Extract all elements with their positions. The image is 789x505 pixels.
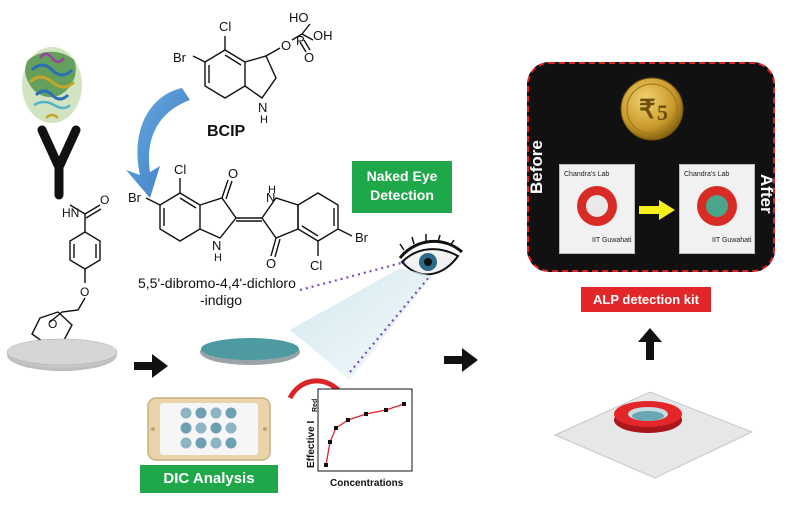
atom-br-bcip: Br — [173, 50, 187, 65]
atom-oh-bcip: OH — [313, 28, 333, 43]
ring-device-icon — [553, 391, 754, 479]
ring-after-icon — [697, 186, 737, 226]
atom-h-indigo-1: H — [214, 252, 222, 264]
naked-eye-line2: Detection — [370, 187, 434, 203]
atom-o2-bcip: O — [304, 50, 314, 65]
well — [180, 407, 192, 419]
atom-cl-indigo-1: Cl — [174, 162, 186, 177]
well — [195, 422, 207, 434]
well — [210, 437, 222, 449]
atom-o-indigo-2: O — [266, 256, 276, 271]
well — [195, 437, 207, 449]
well — [210, 422, 222, 434]
atom-cl-indigo-2: Cl — [310, 258, 322, 273]
flow-arrow-1 — [134, 354, 168, 378]
before-label: Before — [527, 140, 546, 194]
card-before-lab: Chandra's Lab — [564, 171, 610, 178]
atom-ho-bcip: HO — [289, 10, 309, 25]
bcip-molecule — [192, 23, 314, 99]
ring-before-icon — [577, 186, 617, 226]
naked-eye-detection-label: Naked Eye Detection — [352, 161, 452, 213]
svg-text:₹: ₹ — [639, 95, 656, 124]
card-before-inst: IIT Guwahati — [592, 237, 632, 244]
card-after: Chandra's Lab IIT Guwahati — [679, 164, 755, 254]
svg-text:5: 5 — [657, 100, 668, 125]
atom-n-indigo-1: N — [212, 238, 221, 253]
well — [180, 422, 192, 434]
atom-br-indigo-2: Br — [355, 230, 369, 245]
well — [180, 437, 192, 449]
card-after-lab: Chandra's Lab — [684, 171, 730, 178]
light-beam — [290, 268, 432, 380]
enzyme-structure-icon — [22, 47, 82, 123]
flow-arrow-up — [638, 328, 662, 360]
card-before: Chandra's Lab IIT Guwahati — [559, 164, 635, 254]
atom-p-bcip: P — [296, 33, 305, 48]
antibody-icon — [37, 125, 81, 200]
atom-o-linker-3: O — [48, 317, 57, 331]
kit-photo-panel: ₹ 5 Before After Chandra's Lab IIT Guwah… — [527, 62, 776, 272]
coin-icon: ₹ 5 — [620, 77, 684, 141]
atom-br-indigo-1: Br — [128, 190, 142, 205]
naked-eye-line1: Naked Eye — [366, 168, 438, 184]
atom-h-indigo-2: H — [268, 184, 276, 196]
indigo-molecule — [145, 178, 353, 258]
atom-hn-linker: HN — [62, 206, 79, 220]
flow-arrow-2 — [444, 348, 478, 372]
atom-o-linker-1: O — [100, 193, 109, 207]
well — [225, 407, 237, 419]
red-curved-arrow — [287, 378, 342, 400]
card-after-inst: IIT Guwahati — [712, 237, 752, 244]
plot-ylabel: Effective I — [306, 421, 317, 468]
eye-icon — [398, 234, 463, 276]
atom-h-bcip: H — [260, 114, 268, 126]
plot-xlabel: Concentrations — [330, 478, 404, 489]
product-name-line2: -indigo — [200, 292, 242, 308]
well — [210, 407, 222, 419]
atom-o-bcip: O — [281, 38, 291, 53]
sight-line-upper — [299, 260, 406, 292]
dic-analysis-label: DIC Analysis — [140, 465, 278, 493]
well — [195, 407, 207, 419]
well-grid — [180, 407, 237, 449]
after-label: After — [757, 174, 776, 214]
atom-o-linker-2: O — [80, 285, 89, 299]
bcip-name: BCIP — [207, 123, 246, 140]
atom-cl-bcip: Cl — [219, 19, 231, 34]
product-name-line1: 5,5'-dibromo-4,4'-dichloro — [138, 275, 296, 291]
well — [225, 422, 237, 434]
atom-o-indigo-1: O — [228, 166, 238, 181]
atom-hn-indigo: N — [266, 190, 275, 205]
calibration-plot — [317, 388, 413, 472]
plot-ylabel-subscript: Red — [312, 399, 319, 412]
yellow-arrow-icon — [639, 200, 675, 220]
atom-n-bcip: N — [258, 100, 267, 115]
reaction-arrow-icon — [126, 88, 190, 198]
alp-detection-kit-label: ALP detection kit — [581, 287, 711, 312]
well — [225, 437, 237, 449]
